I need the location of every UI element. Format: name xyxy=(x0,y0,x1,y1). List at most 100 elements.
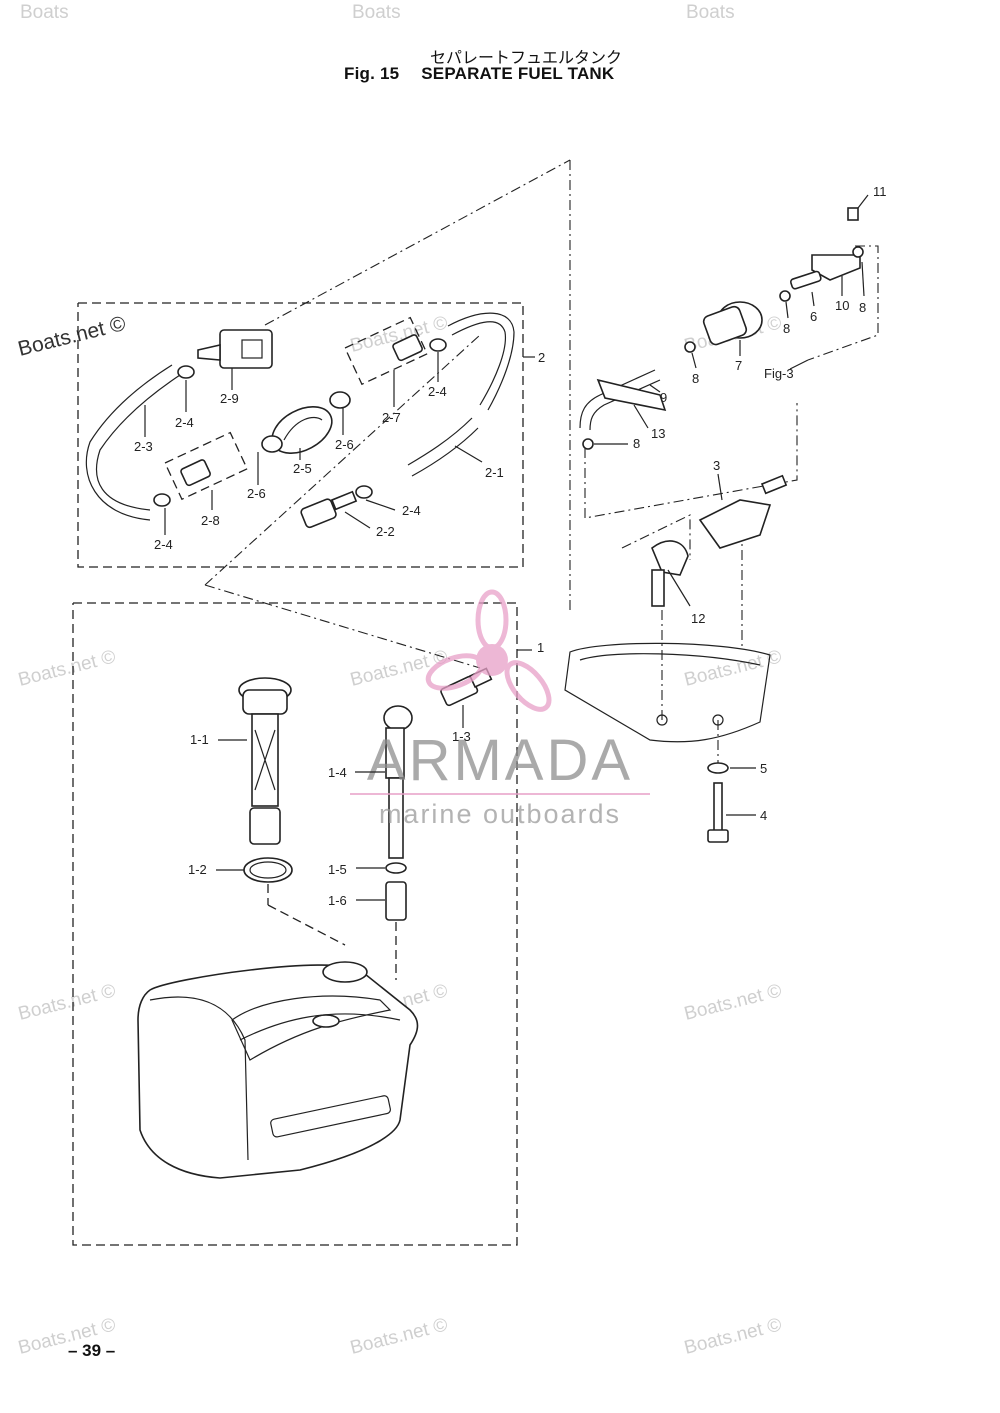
watermark: Boats xyxy=(20,2,69,23)
logo-wordmark: ARMADA xyxy=(367,728,633,793)
callout-12: 12 xyxy=(691,611,705,626)
hose-2-1 xyxy=(407,417,473,466)
connector-2-9 xyxy=(219,329,273,369)
fitting-2-7 xyxy=(392,334,423,362)
watermark: Boats.net © xyxy=(682,980,784,1024)
callout-2-8: 2-8 xyxy=(201,513,220,528)
title-japanese: セパレートフュエルタンク xyxy=(430,48,623,67)
callout-8: 8 xyxy=(783,321,790,336)
callout-2-6: 2-6 xyxy=(335,437,354,452)
callout-8: 8 xyxy=(859,300,866,315)
clamp-2-4 xyxy=(153,493,171,507)
clip-8 xyxy=(582,438,594,450)
clip-8 xyxy=(684,341,696,353)
fuel-tank xyxy=(137,964,419,1179)
connector-3 xyxy=(698,499,772,549)
watermark: Boats.net © xyxy=(16,980,118,1024)
callout-1-4: 1-4 xyxy=(328,765,347,780)
callout-7: 7 xyxy=(735,358,742,373)
callout-layer: 2 2-9 2-4 2-3 2-5 2-6 2-6 2-7 2-4 2-1 2-… xyxy=(134,184,887,908)
screw-11 xyxy=(847,207,859,221)
hose-9 xyxy=(579,369,656,429)
armada-logo: ARMADA marine outboards xyxy=(350,589,650,829)
watermark-dark: Boats.net © xyxy=(16,312,129,361)
callout-13: 13 xyxy=(651,426,665,441)
ring-1-5 xyxy=(385,862,407,874)
clip-8 xyxy=(852,246,864,258)
page-number: – 39 – xyxy=(68,1341,116,1360)
figure-name: SEPARATE FUEL TANK xyxy=(421,64,615,83)
callout-2-4: 2-4 xyxy=(402,503,421,518)
callout-2-6: 2-6 xyxy=(247,486,266,501)
filter-1-6 xyxy=(385,881,407,921)
bolt-4 xyxy=(713,782,723,834)
pickup-tube xyxy=(388,777,404,859)
connector-2-2 xyxy=(300,498,337,529)
tank-outlet xyxy=(312,1014,340,1028)
leader-line xyxy=(264,159,571,326)
callout-2-5: 2-5 xyxy=(293,461,312,476)
callout-8: 8 xyxy=(692,371,699,386)
assembly-1-boundary xyxy=(72,602,518,1246)
leader-line xyxy=(807,245,879,361)
hose-6 xyxy=(789,270,822,290)
propeller-blade xyxy=(475,589,509,651)
callout-2-4: 2-4 xyxy=(428,384,447,399)
figure-number: Fig. 15 xyxy=(344,64,400,83)
hose-assembly-group xyxy=(77,159,571,669)
callout-1: 1 xyxy=(537,640,544,655)
hose-2-1-top xyxy=(451,321,507,406)
callout-2-2: 2-2 xyxy=(376,524,395,539)
callout-2-4: 2-4 xyxy=(175,415,194,430)
logo-hub xyxy=(476,644,508,676)
callout-1-1: 1-1 xyxy=(190,732,209,747)
callout-3: 3 xyxy=(713,458,720,473)
washer-5 xyxy=(707,762,729,774)
logo-tagline: marine outboards xyxy=(379,799,621,829)
callout-5: 5 xyxy=(760,761,767,776)
callout-fig-3: Fig-3 xyxy=(764,366,794,381)
bracket-13 xyxy=(596,378,667,412)
callout-11: 11 xyxy=(873,184,887,199)
tank-filler-neck xyxy=(322,961,368,983)
watermark: Boats.net © xyxy=(16,646,118,690)
watermark: Boats.net © xyxy=(348,1314,450,1358)
callout-1-2: 1-2 xyxy=(188,862,207,877)
leader-line xyxy=(584,403,798,519)
callout-1-5: 1-5 xyxy=(328,862,347,877)
callout-6: 6 xyxy=(810,309,817,324)
propeller-blade xyxy=(504,660,552,712)
callout-4: 4 xyxy=(760,808,767,823)
bracket-10 xyxy=(811,254,861,281)
callout-8: 8 xyxy=(633,436,640,451)
connector-lever-12 xyxy=(651,540,689,576)
clamp-2-4 xyxy=(355,485,373,499)
propeller-blade xyxy=(425,653,485,691)
fitting-2-8 xyxy=(180,459,211,487)
assembly-2-boundary xyxy=(77,302,524,568)
engine-connector-group xyxy=(564,207,879,843)
callout-1-6: 1-6 xyxy=(328,893,347,908)
callout-2-1: 2-1 xyxy=(485,465,504,480)
lever-handle xyxy=(651,569,665,607)
watermark-layer: Boats Boats Boats Boats.net © Boats.net … xyxy=(16,2,784,1359)
watermark: Boats xyxy=(352,2,401,23)
callout-10: 10 xyxy=(835,298,849,313)
leader-line xyxy=(621,514,691,560)
callout-2-3: 2-3 xyxy=(134,439,153,454)
callout-2: 2 xyxy=(538,350,545,365)
callout-2-7: 2-7 xyxy=(382,410,401,425)
valve-2-6-b xyxy=(329,391,351,409)
watermark: Boats xyxy=(686,2,735,23)
clamp-2-4 xyxy=(177,365,195,379)
callout-2-4: 2-4 xyxy=(154,537,173,552)
clip-8 xyxy=(779,290,791,302)
clamp-2-4 xyxy=(429,338,447,352)
hose-2-3 xyxy=(96,374,181,511)
figure-title: Fig. 15 SEPARATE FUEL TANK xyxy=(344,64,614,84)
tank-assembly-group xyxy=(72,602,518,1246)
elbow-1-4 xyxy=(383,705,413,731)
callout-1-3: 1-3 xyxy=(452,729,471,744)
engine-bracket xyxy=(564,642,771,743)
